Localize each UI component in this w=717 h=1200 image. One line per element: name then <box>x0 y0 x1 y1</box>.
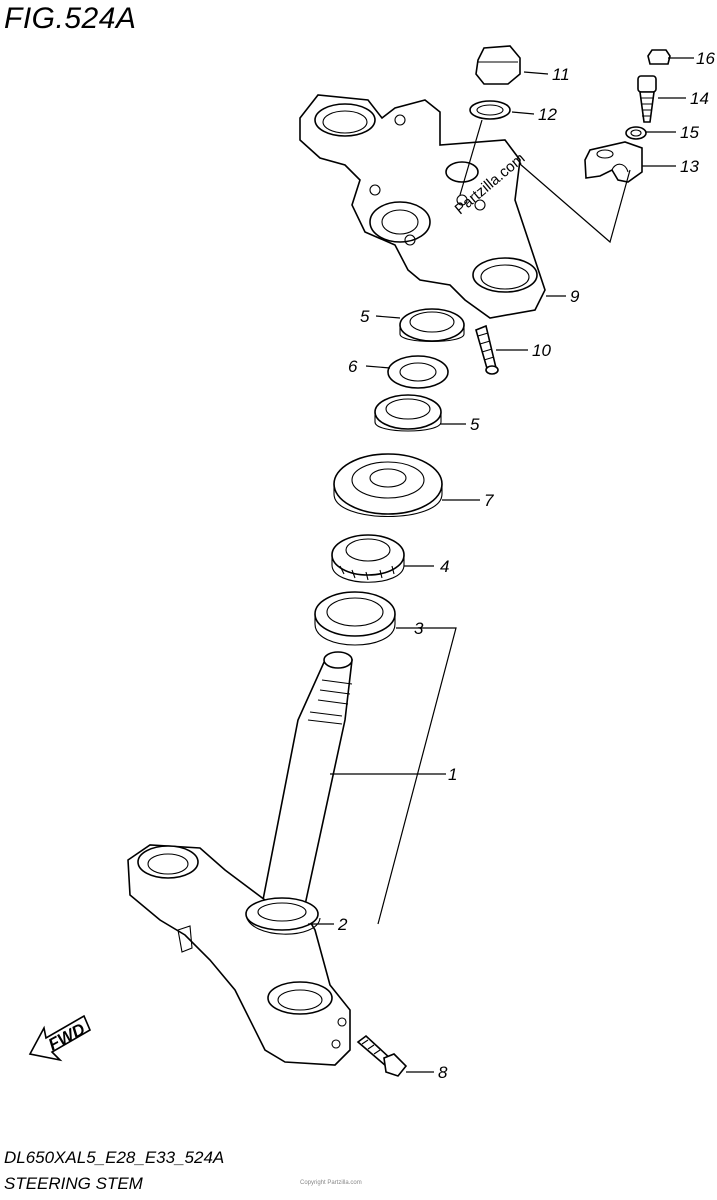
part-3-bearing-race[interactable] <box>314 591 396 646</box>
callout-3[interactable]: 3 <box>414 619 424 638</box>
part-15-lock-washer[interactable] <box>625 126 647 140</box>
callout-5-upper[interactable]: 5 <box>360 307 370 326</box>
figure-name: STEERING STEM <box>4 1174 143 1193</box>
callout-7[interactable]: 7 <box>484 491 494 510</box>
callout-10[interactable]: 10 <box>532 341 551 360</box>
part-12-washer[interactable] <box>469 100 511 120</box>
fwd-arrow-icon: FWD <box>28 1014 92 1062</box>
callout-14[interactable]: 14 <box>690 89 709 108</box>
callout-9[interactable]: 9 <box>570 287 580 306</box>
leader-lines <box>308 57 694 1073</box>
callout-13[interactable]: 13 <box>680 157 699 176</box>
callout-16[interactable]: 16 <box>696 49 715 68</box>
part-9-upper-bracket[interactable] <box>299 94 546 319</box>
callout-8[interactable]: 8 <box>438 1063 448 1082</box>
callout-labels: 1 2 3 4 5 5 6 7 8 9 10 11 12 13 14 15 16 <box>337 49 715 1082</box>
callout-12[interactable]: 12 <box>538 105 557 124</box>
part-6-washer[interactable] <box>387 355 449 389</box>
part-7-dust-seal[interactable] <box>333 453 443 517</box>
figure-code: DL650XAL5_E28_E33_524A <box>4 1148 225 1167</box>
figure-title: FIG.524A <box>4 2 137 35</box>
part-8-bolt[interactable] <box>356 1034 408 1077</box>
callout-1[interactable]: 1 <box>448 765 457 784</box>
part-5-upper-nut[interactable] <box>399 308 465 343</box>
part-11-cap[interactable] <box>475 45 521 85</box>
callout-15[interactable]: 15 <box>680 123 699 142</box>
part-5-lower-nut[interactable] <box>374 394 442 432</box>
callout-2[interactable]: 2 <box>337 915 348 934</box>
part-16-cap[interactable] <box>647 49 671 65</box>
callout-6[interactable]: 6 <box>348 357 358 376</box>
part-14-bolt[interactable] <box>637 75 657 123</box>
part-4-bearing[interactable] <box>331 534 405 583</box>
callout-11[interactable]: 11 <box>552 65 570 84</box>
fwd-label: FWD <box>45 1020 88 1055</box>
callout-4[interactable]: 4 <box>440 557 449 576</box>
part-10-bolt[interactable] <box>475 324 499 375</box>
part-13-holder[interactable] <box>584 141 643 183</box>
callout-5-lower[interactable]: 5 <box>470 415 480 434</box>
small-print: Copyright Partzilla.com <box>300 1180 362 1186</box>
part-1-steering-stem[interactable] <box>127 651 353 1066</box>
